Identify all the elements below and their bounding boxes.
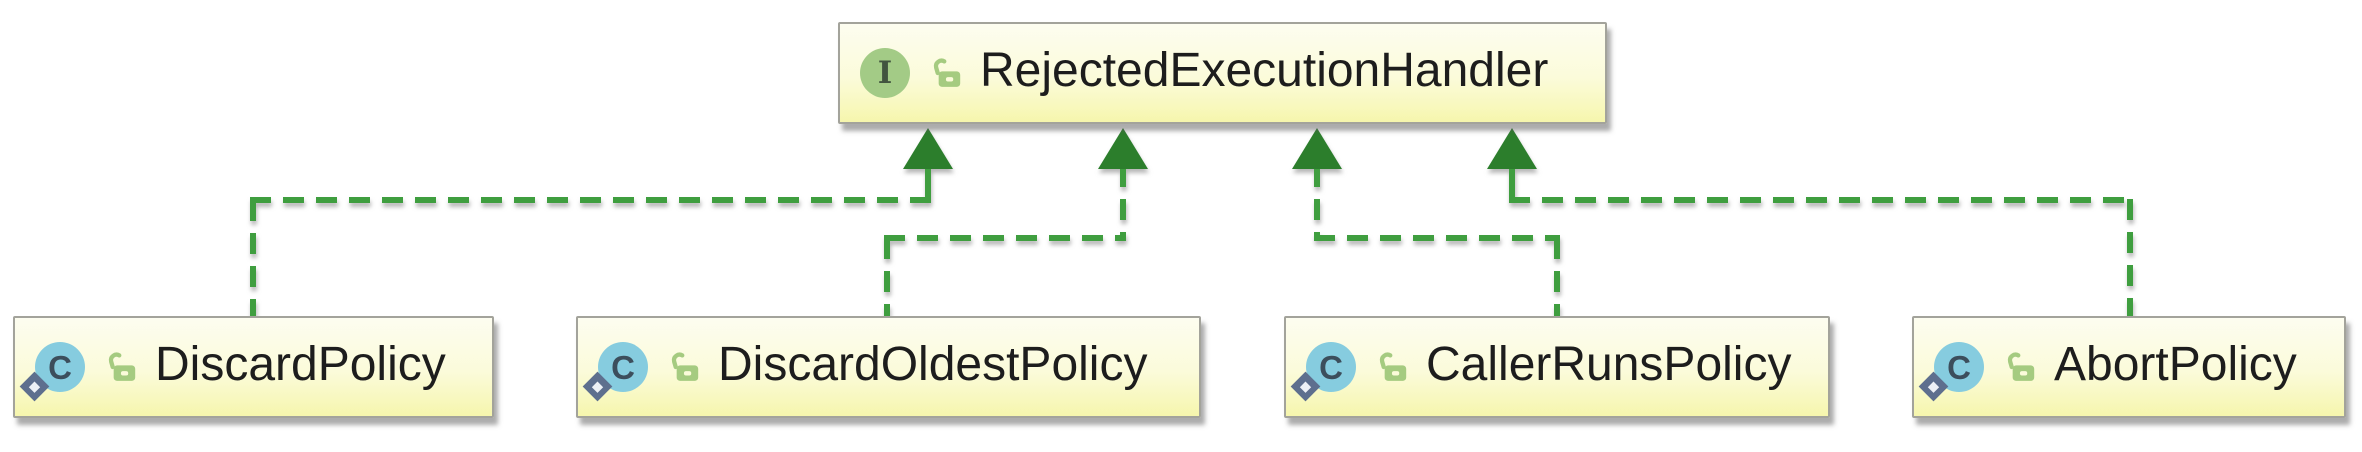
static-marker-icon	[1290, 371, 1321, 402]
edge-riser-segment	[250, 200, 256, 317]
inheritance-arrowhead-icon	[1487, 128, 1537, 169]
class-name-label: DiscardPolicy	[155, 338, 446, 391]
interface-icon: I	[860, 48, 910, 98]
class-icon-letter: C	[48, 348, 72, 386]
unlocked-icon	[664, 348, 702, 386]
interface-icon-letter: I	[877, 54, 893, 91]
interface-node-rejectedexecutionhandler[interactable]: I RejectedExecutionHandler	[838, 22, 1607, 124]
edge-horizontal-segment	[250, 197, 931, 203]
edge-riser-segment	[884, 238, 890, 318]
edge-stem-segment	[1509, 166, 1515, 200]
unlocked-icon	[1372, 348, 1410, 386]
class-node-callerrunspolicy[interactable]: C CallerRunsPolicy	[1284, 316, 1830, 418]
interface-name-label: RejectedExecutionHandler	[980, 44, 1549, 97]
unlocked-icon	[926, 54, 964, 92]
class-icon: C	[1290, 342, 1356, 402]
edge-stem-segment	[1314, 166, 1320, 238]
inheritance-arrowhead-icon	[1098, 128, 1148, 169]
edge-riser-segment	[1554, 238, 1560, 318]
edge-stem-segment	[925, 166, 931, 200]
edge-stem-segment	[1120, 166, 1126, 238]
edge-horizontal-segment	[1509, 197, 2133, 203]
edge-riser-segment	[2127, 199, 2133, 318]
class-node-abortpolicy[interactable]: C AbortPolicy	[1912, 316, 2346, 418]
class-icon: C	[582, 342, 648, 402]
static-marker-icon	[582, 371, 613, 402]
class-icon-letter: C	[1319, 348, 1343, 386]
class-icon: C	[1918, 342, 1984, 402]
unlocked-icon	[101, 348, 139, 386]
class-icon: C	[19, 342, 85, 402]
edge-horizontal-segment	[1314, 235, 1560, 241]
class-node-discardoldestpolicy[interactable]: C DiscardOldestPolicy	[576, 316, 1201, 418]
class-icon-letter: C	[1947, 348, 1971, 386]
class-name-label: DiscardOldestPolicy	[718, 338, 1148, 391]
inheritance-arrowhead-icon	[1292, 128, 1342, 169]
static-marker-icon	[19, 371, 50, 402]
static-marker-icon	[1918, 371, 1949, 402]
class-name-label: AbortPolicy	[2054, 338, 2297, 391]
edge-horizontal-segment	[884, 235, 1126, 241]
unlocked-icon	[2000, 348, 2038, 386]
class-node-discardpolicy[interactable]: C DiscardPolicy	[13, 316, 494, 418]
class-name-label: CallerRunsPolicy	[1426, 338, 1792, 391]
class-icon-letter: C	[611, 348, 635, 386]
inheritance-arrowhead-icon	[903, 128, 953, 169]
